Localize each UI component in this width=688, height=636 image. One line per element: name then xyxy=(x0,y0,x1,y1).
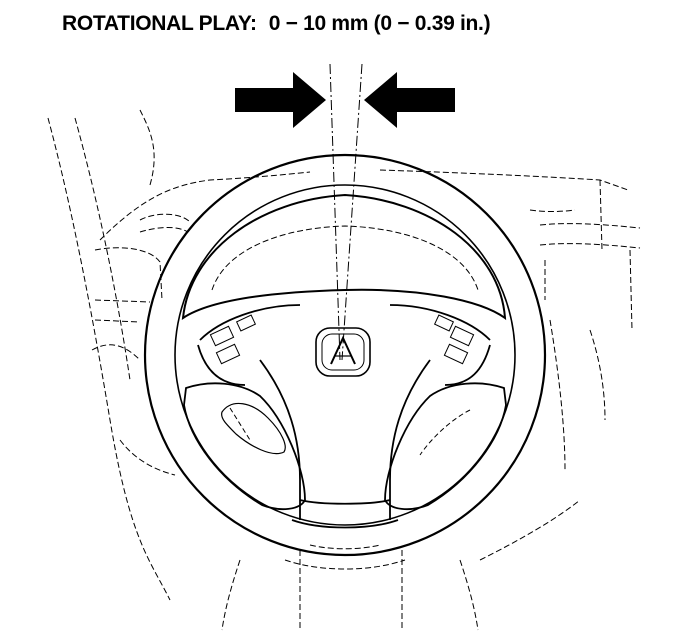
arrow-left-icon xyxy=(364,72,455,128)
arrow-right-icon xyxy=(235,72,326,128)
right-spoke-pad xyxy=(384,382,507,511)
acura-logo xyxy=(315,327,371,377)
steering-column xyxy=(284,544,406,570)
page-title: ROTATIONAL PLAY: 0 − 10 mm (0 − 0.39 in.) xyxy=(62,12,491,36)
instrument-cluster-opening xyxy=(181,193,507,321)
wheel-spokes xyxy=(197,304,491,529)
steering-wheel-rim xyxy=(143,153,547,557)
right-spoke-switches xyxy=(433,314,475,365)
title-value: 0 − 10 mm (0 − 0.39 in.) xyxy=(268,12,491,35)
left-spoke-switches xyxy=(209,314,257,365)
center-reference-lines xyxy=(329,63,363,361)
dashboard-outline xyxy=(47,109,641,631)
title-label: ROTATIONAL PLAY: xyxy=(62,12,257,35)
left-spoke-pad xyxy=(183,382,306,511)
